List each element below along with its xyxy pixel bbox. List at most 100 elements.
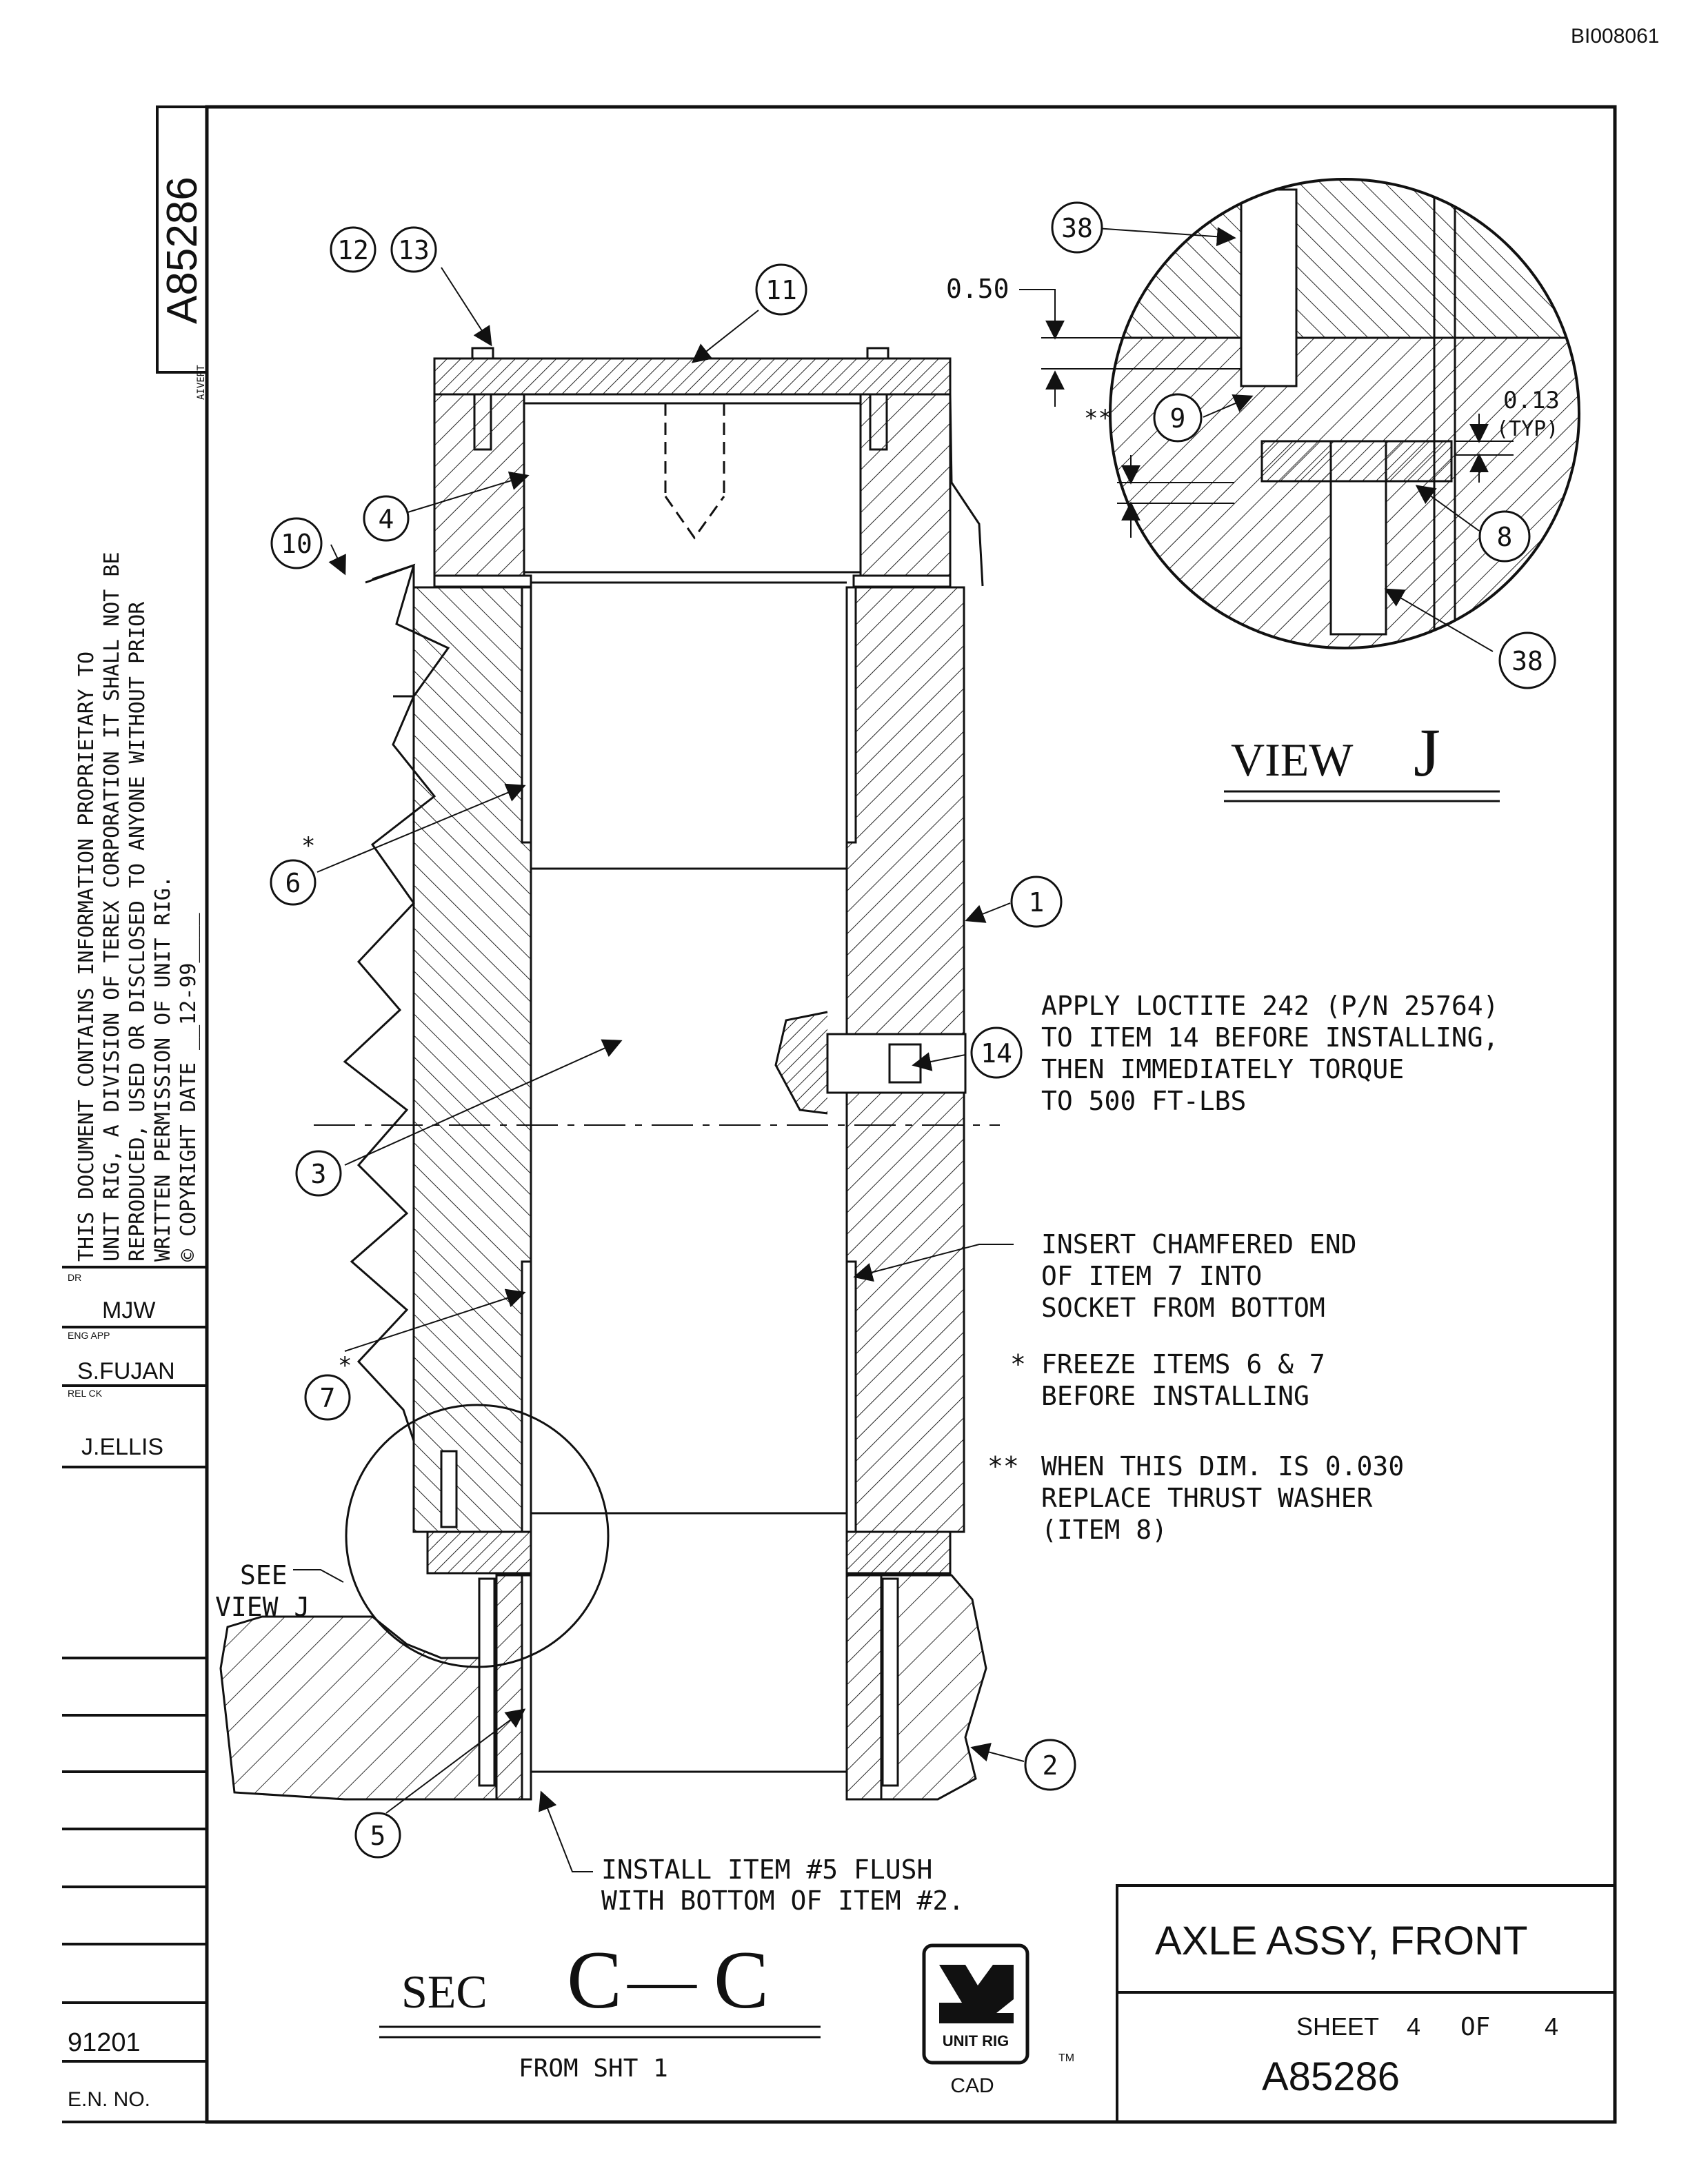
- svg-text:9: 9: [1170, 403, 1186, 434]
- svg-text:THIS DOCUMENT CONTAINS INFORMA: THIS DOCUMENT CONTAINS INFORMATION PROPR…: [74, 651, 99, 1262]
- svg-text:2: 2: [1043, 1750, 1058, 1781]
- title-text: AXLE ASSY, FRONT: [1155, 1919, 1527, 1963]
- dim-013: 0.13: [1503, 387, 1560, 414]
- svg-text:38: 38: [1061, 213, 1093, 243]
- svg-text:BEFORE INSTALLING: BEFORE INSTALLING: [1041, 1381, 1309, 1411]
- leader-lines: [293, 227, 1494, 1872]
- svg-text:TO 500 FT-LBS: TO 500 FT-LBS: [1041, 1086, 1246, 1116]
- svg-text:S.FUJAN: S.FUJAN: [77, 1358, 175, 1384]
- balloon-1: 1: [1010, 876, 1063, 928]
- svg-text:CAD: CAD: [950, 2074, 994, 2097]
- svg-text:UNIT RIG: UNIT RIG: [943, 2032, 1009, 2050]
- sheet-frame: [205, 105, 1617, 2124]
- svg-text:7: 7: [320, 1383, 336, 1413]
- section-c-c-drawing: [219, 347, 1000, 1801]
- dim-013-typ: (TYP): [1496, 417, 1558, 441]
- svg-text:REPRODUCED, USED OR DISCLOSED: REPRODUCED, USED OR DISCLOSED TO ANYONE …: [125, 601, 150, 1262]
- view-j-dimensions: [1019, 289, 1514, 538]
- svg-text:APPLY LOCTITE 242 (P/N 25764): APPLY LOCTITE 242 (P/N 25764): [1041, 991, 1498, 1021]
- svg-text:12: 12: [337, 235, 369, 265]
- svg-text:3: 3: [311, 1159, 327, 1189]
- section-letter-2: C: [714, 1934, 769, 2025]
- balloon-12: 12: [330, 226, 376, 273]
- signoff-block: DR MJW ENG APP S.FUJAN REL CK J.ELLIS: [68, 1272, 175, 1460]
- sheet-label: SHEET: [1296, 2012, 1379, 2041]
- document-id: BI008061: [1571, 25, 1659, 48]
- svg-text:MJW: MJW: [102, 1297, 155, 1324]
- svg-text:38: 38: [1511, 646, 1543, 676]
- svg-text:OF ITEM 7 INTO: OF ITEM 7 INTO: [1041, 1261, 1262, 1291]
- section-from: FROM SHT 1: [519, 2054, 668, 2083]
- svg-text:5: 5: [370, 1821, 386, 1851]
- svg-text:4: 4: [379, 504, 394, 534]
- section-word: SEC: [401, 1965, 488, 2018]
- dim-double-star: **: [1084, 405, 1112, 432]
- balloon-13: 13: [390, 226, 437, 273]
- balloon-5: 5: [354, 1812, 401, 1859]
- svg-text:INSERT CHAMFERED END: INSERT CHAMFERED END: [1041, 1229, 1357, 1260]
- svg-text:10: 10: [281, 529, 312, 559]
- balloon-14: 14: [970, 1027, 1023, 1079]
- svg-text:VIEW J: VIEW J: [215, 1592, 310, 1622]
- balloon-9: 9: [1153, 393, 1203, 443]
- balloon-3: 3: [295, 1150, 342, 1197]
- balloon-11: 11: [755, 263, 807, 316]
- balloon-38-lower: 38: [1498, 631, 1556, 689]
- unit-rig-logo: UNIT RIG CAD TM: [922, 1943, 1074, 2097]
- notes: APPLY LOCTITE 242 (P/N 25764) TO ITEM 14…: [215, 991, 1498, 1916]
- svg-text:SEE: SEE: [240, 1560, 288, 1590]
- star-6: *: [301, 832, 315, 860]
- svg-text:8: 8: [1497, 522, 1513, 552]
- svg-text:© COPYRIGHT DATE __12-99____: © COPYRIGHT DATE __12-99____: [177, 912, 201, 1262]
- svg-text:UNIT RIG, A DIVISION OF TEREX: UNIT RIG, A DIVISION OF TEREX CORPORATIO…: [100, 552, 124, 1262]
- svg-text:WITH BOTTOM OF ITEM #2.: WITH BOTTOM OF ITEM #2.: [601, 1885, 964, 1916]
- sheet-total: 4: [1545, 2012, 1558, 2041]
- balloon-8: 8: [1478, 510, 1531, 563]
- balloon-4: 4: [363, 495, 410, 542]
- section-letter-1: C: [567, 1934, 622, 2025]
- item-balloons: 12 13 11 4 10 6 3 7 5 1 14 2 38 9 8 38: [270, 201, 1556, 1859]
- svg-text:REPLACE THRUST WASHER: REPLACE THRUST WASHER: [1041, 1483, 1373, 1513]
- svg-text:DR: DR: [68, 1272, 81, 1283]
- svg-text:14: 14: [981, 1038, 1012, 1069]
- svg-text:SOCKET FROM BOTTOM: SOCKET FROM BOTTOM: [1041, 1293, 1325, 1323]
- svg-text:6: 6: [285, 868, 301, 898]
- svg-text:**: **: [987, 1451, 1019, 1482]
- svg-text:INSTALL ITEM #5 FLUSH: INSTALL ITEM #5 FLUSH: [601, 1854, 932, 1885]
- en-number: 91201: [68, 2028, 141, 2057]
- svg-text:1: 1: [1029, 887, 1045, 918]
- balloon-10: 10: [270, 517, 323, 569]
- proprietary-notice: THIS DOCUMENT CONTAINS INFORMATION PROPR…: [74, 552, 201, 1262]
- balloon-7: 7: [304, 1374, 351, 1421]
- section-dash: —: [627, 1941, 697, 2018]
- svg-text:13: 13: [398, 235, 430, 265]
- svg-text:WRITTEN PERMISSION OF UNIT RIG: WRITTEN PERMISSION OF UNIT RIG.: [151, 876, 175, 1262]
- title-block: [1116, 1884, 1616, 2123]
- svg-text:ENG APP: ENG APP: [68, 1330, 110, 1341]
- en-label: E.N. NO.: [68, 2088, 150, 2111]
- star-7: *: [338, 1352, 352, 1379]
- svg-text:J.ELLIS: J.ELLIS: [81, 1434, 163, 1460]
- svg-text:TM: TM: [1058, 2052, 1074, 2064]
- side-tag: AIVERT: [196, 365, 207, 400]
- dim-050: 0.50: [946, 274, 1009, 304]
- sheet-number: 4: [1407, 2012, 1420, 2041]
- balloon-38-upper: 38: [1051, 201, 1103, 254]
- svg-text:FREEZE ITEMS 6 & 7: FREEZE ITEMS 6 & 7: [1041, 1349, 1325, 1379]
- svg-text:*: *: [1010, 1349, 1026, 1379]
- drawing-number: A85286: [1262, 2054, 1400, 2099]
- svg-text:REL CK: REL CK: [68, 1388, 103, 1399]
- svg-text:(ITEM 8): (ITEM 8): [1041, 1515, 1167, 1545]
- svg-text:WHEN THIS DIM. IS 0.030: WHEN THIS DIM. IS 0.030: [1041, 1451, 1404, 1482]
- left-strip: [62, 105, 208, 2123]
- side-drawing-number: A85286: [159, 176, 206, 324]
- view-j-word: VIEW: [1231, 734, 1354, 786]
- balloon-6: 6: [270, 859, 316, 906]
- svg-text:THEN IMMEDIATELY TORQUE: THEN IMMEDIATELY TORQUE: [1041, 1054, 1404, 1084]
- svg-text:11: 11: [765, 275, 797, 305]
- of-label: OF: [1460, 2013, 1490, 2041]
- balloon-2: 2: [1024, 1739, 1076, 1791]
- view-j-letter: J: [1414, 714, 1440, 791]
- svg-text:TO ITEM 14 BEFORE INSTALLING,: TO ITEM 14 BEFORE INSTALLING,: [1041, 1022, 1498, 1053]
